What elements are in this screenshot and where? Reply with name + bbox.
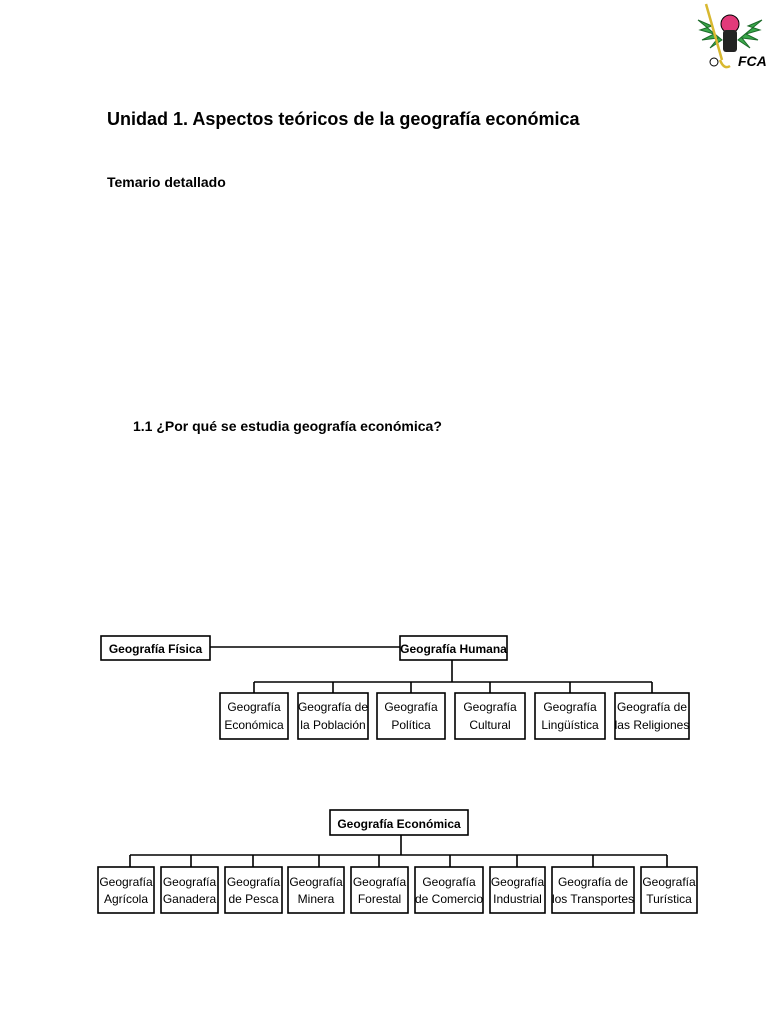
section-subtitle: Temario detallado (107, 174, 226, 190)
section-heading: 1.1 ¿Por qué se estudia geografía económ… (133, 418, 442, 434)
node-geografia-religiones: Geografía de las Religiones (614, 692, 690, 740)
node-label-line2: los Transportes (552, 892, 634, 906)
node-label-line2: de Pesca (228, 892, 278, 906)
node-label-line2: la Población (300, 718, 365, 732)
node-label-line2: Turística (646, 892, 692, 906)
node-geografia-economica-root: Geografía Económica (329, 809, 469, 836)
node-label-line1: Geografía (463, 700, 517, 714)
node-geografia-economica: Geografía Económica (219, 692, 289, 740)
node-label-line2: de Comercio (415, 892, 483, 906)
node-geografia-cultural: Geografía Cultural (454, 692, 526, 740)
node-geografia-forestal: Geografía Forestal (350, 866, 409, 914)
node-label-line1: Geografía (227, 875, 281, 889)
node-label-line1: Geografía (642, 875, 696, 889)
node-geografia-pesca: Geografía de Pesca (224, 866, 283, 914)
node-label: Geografía Económica (337, 817, 461, 831)
node-label-line1: Geografía (384, 700, 438, 714)
node-label-line2: Forestal (358, 892, 401, 906)
fca-logo: FCA (692, 0, 768, 76)
node-geografia-humana: Geografía Humana (399, 635, 508, 661)
node-label-line1: Geografía (422, 875, 476, 889)
node-label-line2: Ganadera (163, 892, 217, 906)
node-label-line1: Geografía (227, 700, 281, 714)
node-label-line2: Cultural (469, 718, 510, 732)
node-label-line1: Geografía (99, 875, 153, 889)
node-label-line1: Geografía de (298, 700, 368, 714)
node-geografia-turistica: Geografía Turística (640, 866, 698, 914)
node-geografia-comercio: Geografía de Comercio (414, 866, 484, 914)
node-label-line2: Económica (224, 718, 284, 732)
node-label-line1: Geografía (353, 875, 407, 889)
node-geografia-transportes: Geografía de los Transportes (551, 866, 635, 914)
node-label-line2: Política (391, 718, 431, 732)
node-geografia-poblacion: Geografía de la Población (297, 692, 369, 740)
mascot-icon: FCA (697, 3, 767, 69)
node-label: Geografía Humana (400, 642, 507, 656)
node-label: Geografía Física (109, 642, 203, 656)
node-geografia-ganadera: Geografía Ganadera (160, 866, 219, 914)
node-label-line1: Geografía de (617, 700, 687, 714)
node-label-line2: las Religiones (615, 718, 690, 732)
node-geografia-politica: Geografía Política (376, 692, 446, 740)
node-geografia-fisica: Geografía Física (100, 635, 211, 661)
node-label-line1: Geografía (163, 875, 217, 889)
node-label-line2: Minera (298, 892, 335, 906)
node-geografia-linguistica: Geografía Lingüística (534, 692, 606, 740)
node-label-line2: Agrícola (104, 892, 148, 906)
node-geografia-industrial: Geografía Industrial (489, 866, 546, 914)
node-label-line1: Geografía de (558, 875, 628, 889)
node-label-line1: Geografía (543, 700, 597, 714)
logo-text: FCA (738, 53, 767, 69)
node-geografia-minera: Geografía Minera (287, 866, 345, 914)
node-label-line1: Geografía (491, 875, 545, 889)
node-label-line2: Lingüística (541, 718, 599, 732)
node-geografia-agricola: Geografía Agrícola (97, 866, 155, 914)
page-title: Unidad 1. Aspectos teóricos de la geogra… (107, 109, 580, 129)
node-label-line2: Industrial (493, 892, 542, 906)
node-label-line1: Geografía (289, 875, 343, 889)
